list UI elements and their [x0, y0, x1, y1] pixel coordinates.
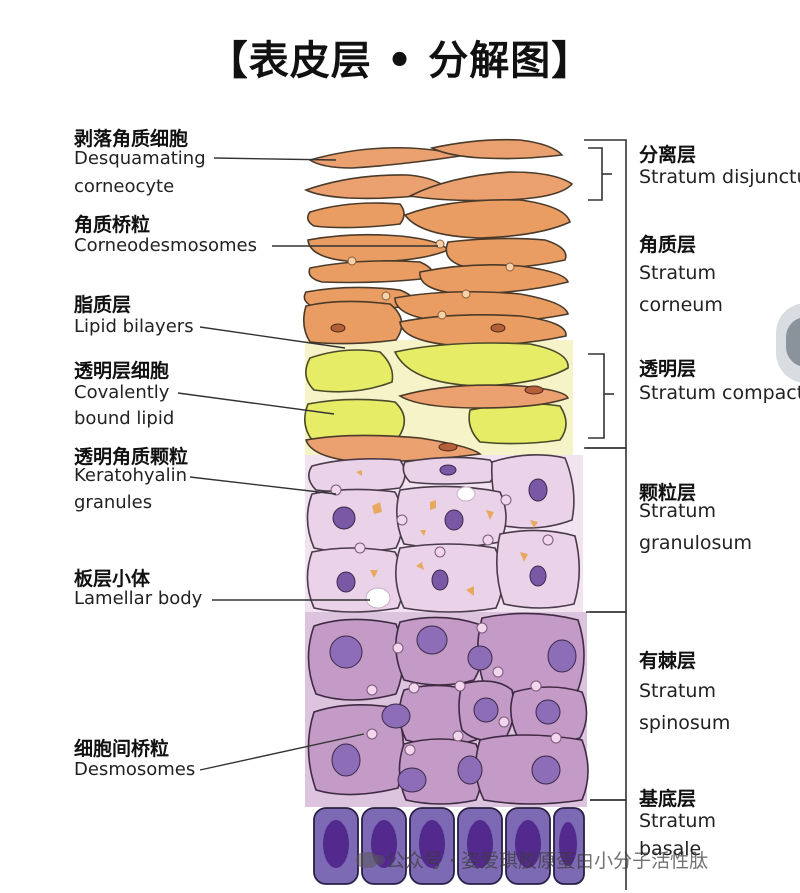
- layer-basale-en-2: basale: [639, 838, 702, 860]
- layer-basale-en-1: Stratum: [639, 810, 716, 832]
- watermark-text: 公众号 · 姿爱琪胶原蛋白小分子活性肽: [386, 850, 709, 872]
- label-desquamating-cn: 剥落角质细胞: [74, 128, 189, 150]
- corneum-cells: [302, 198, 571, 347]
- label-lipid-en: Lipid bilayers: [74, 316, 194, 337]
- label-desquamating-en-1: Desquamating: [74, 148, 206, 169]
- spinosum-nuclei: [329, 625, 577, 793]
- layer-corneum-en-1: Stratum: [639, 262, 716, 284]
- layer-corneum-cn: 角质层: [639, 234, 697, 256]
- desmosome-dots: [330, 484, 562, 756]
- leader-lines: [177, 157, 438, 771]
- label-covalently-en-2: bound lipid: [74, 408, 175, 429]
- compactum-cells: [304, 342, 569, 445]
- corneodesmosome-dots: [347, 239, 515, 320]
- layer-disjunctum-en: Stratum disjunctum: [639, 166, 800, 188]
- label-keratohyalin-cn: 透明角质颗粒: [74, 446, 189, 468]
- keratohyalin-granules: [356, 470, 538, 596]
- label-covalently-en-1: Covalently: [74, 382, 170, 403]
- disjunctum-cells: [303, 138, 574, 202]
- compactum-nuclei: [438, 385, 544, 452]
- watermark: 公众号 · 姿爱琪胶原蛋白小分子活性肽: [356, 846, 708, 873]
- layer-spinosum-cn: 有棘层: [639, 650, 697, 672]
- layer-compactum-en: Stratum compactum: [639, 382, 800, 404]
- layer-granulosum-cn: 颗粒层: [639, 482, 697, 504]
- label-lamellar-en: Lamellar body: [74, 588, 203, 609]
- label-desmosomes-en: Desmosomes: [74, 759, 196, 780]
- layer-disjunctum-cn: 分离层: [639, 144, 697, 166]
- label-keratohyalin-en-1: Keratohyalin: [74, 465, 187, 486]
- layer-spinosum-en-1: Stratum: [639, 680, 716, 702]
- label-lamellar-cn: 板层小体: [74, 568, 151, 590]
- layer-granulosum-en-1: Stratum: [639, 500, 716, 522]
- label-covalently-cn: 透明层细胞: [74, 360, 170, 382]
- label-desquamating-en-2: corneocyte: [74, 176, 175, 197]
- corneum-dark-nuclei: [330, 323, 506, 333]
- layer-brackets: [584, 139, 627, 890]
- label-keratohyalin-en-2: granules: [74, 492, 153, 513]
- granulosum-nuclei: [332, 464, 548, 593]
- label-corneodesmosomes-cn: 角质桥粒: [74, 214, 151, 236]
- layer-corneum-en-2: corneum: [639, 294, 723, 316]
- wechat-icon: [356, 851, 385, 868]
- page-title: 【表皮层 • 分解图】: [207, 38, 593, 84]
- label-lipid-cn: 脂质层: [74, 294, 132, 316]
- layer-basale-cn: 基底层: [639, 788, 697, 810]
- layer-compactum-cn: 透明层: [639, 358, 697, 380]
- label-desmosomes-cn: 细胞间桥粒: [74, 738, 170, 760]
- label-corneodesmosomes-en: Corneodesmosomes: [74, 235, 257, 256]
- lamellar-bodies: [365, 486, 476, 609]
- layer-granulosum-en-2: granulosum: [639, 532, 752, 554]
- layer-spinosum-en-2: spinosum: [639, 712, 731, 734]
